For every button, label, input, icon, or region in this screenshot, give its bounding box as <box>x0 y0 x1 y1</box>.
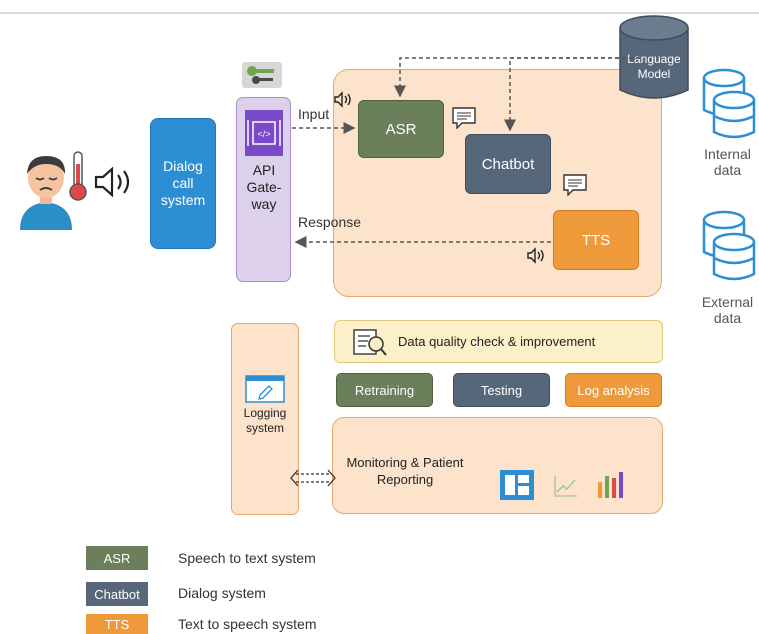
legend-desc-chatbot: Dialog system <box>178 585 266 601</box>
log-analysis-box: Log analysis <box>565 373 662 407</box>
patient-icon <box>20 156 72 230</box>
line-chart-icon <box>554 476 577 497</box>
internal-data-label: Internal data <box>704 146 751 178</box>
legend-desc-asr: Speech to text system <box>178 550 316 566</box>
key-icon <box>242 62 282 88</box>
checklist-search-icon <box>353 329 387 356</box>
testing-box: Testing <box>453 373 550 407</box>
api-gateway-label: API Gate- way <box>246 162 282 212</box>
sound-wave-icon <box>527 247 544 264</box>
svg-text:</>: </> <box>257 129 270 139</box>
bar-chart-icon <box>598 472 623 498</box>
input-arrow-label: Input <box>298 106 330 122</box>
data-quality-label: Data quality check & improvement <box>398 334 596 349</box>
tts-box: TTS <box>553 210 639 270</box>
external-data-label: External data <box>701 294 754 326</box>
chatbot-box: Chatbot <box>465 134 551 194</box>
language-model-db-icon <box>619 15 689 99</box>
sound-wave-icon <box>334 91 351 108</box>
retraining-box: Retraining <box>336 373 433 407</box>
dialog-call-system: Dialog call system <box>150 118 216 249</box>
language-model-label: Language Model <box>627 52 681 81</box>
sound-wave-icon <box>94 166 130 198</box>
legend-tag-chatbot: Chatbot <box>86 582 148 606</box>
legend-tag-tts: TTS <box>86 614 148 634</box>
api-icon: </> <box>245 110 283 156</box>
monitoring-label: Monitoring & Patient Reporting <box>346 455 464 487</box>
speech-bubble-icon <box>452 107 476 129</box>
speech-bubble-icon <box>563 174 587 196</box>
logging-system-label: Logging system <box>243 406 287 435</box>
database-icon <box>702 68 756 139</box>
dashboard-icon <box>500 470 534 500</box>
flow-arrows <box>292 57 640 248</box>
document-edit-icon <box>245 375 285 403</box>
thermometer-icon <box>69 151 87 201</box>
asr-box: ASR <box>358 100 444 158</box>
top-divider <box>0 12 759 14</box>
response-arrow-label: Response <box>298 214 362 230</box>
bidirectional-arrow <box>290 469 336 487</box>
legend-desc-tts: Text to speech system <box>178 616 317 632</box>
data-quality-box <box>334 320 663 363</box>
legend-tag-asr: ASR <box>86 546 148 570</box>
database-icon <box>702 210 756 281</box>
logging-system-box <box>231 323 299 515</box>
